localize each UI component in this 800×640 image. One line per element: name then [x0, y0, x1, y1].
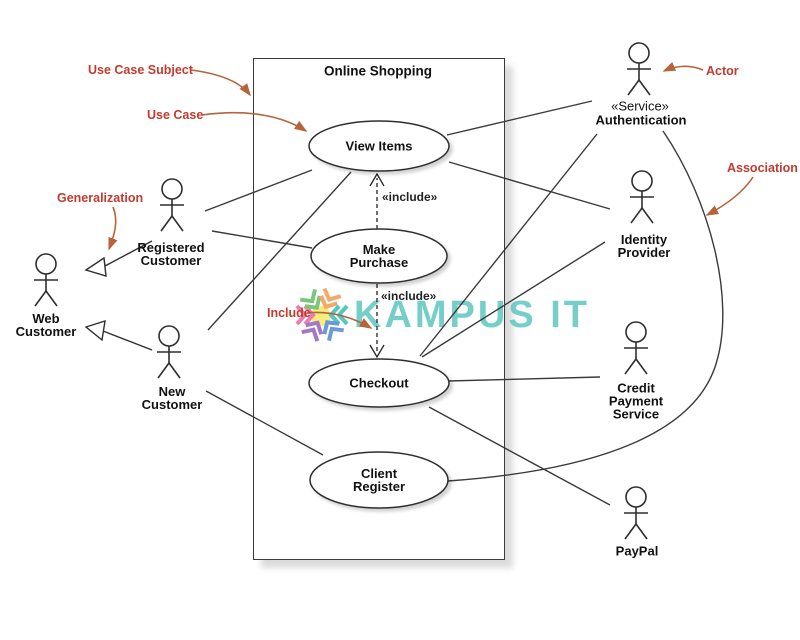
assoc-registered-viewitems	[204, 169, 313, 212]
actor-new-customer-icon	[156, 325, 182, 379]
annotation-include: Include	[267, 306, 311, 320]
actor-authentication-icon	[626, 42, 652, 96]
assoc-viewitems-identityprovider	[448, 161, 611, 210]
actor-label-new-customer: New Customer	[141, 384, 203, 412]
include-label-bottom: «include»	[381, 289, 437, 303]
use-case-make-purchase	[310, 228, 448, 284]
association-lines	[204, 100, 724, 506]
watermark-text: KAMPUS IT	[354, 294, 590, 336]
use-case-checkout	[308, 358, 450, 408]
actor-web-customer-icon	[33, 253, 59, 307]
annotation-association: Association	[727, 161, 798, 175]
arrow-use-case-subject	[190, 69, 251, 97]
arrow-include	[306, 311, 373, 329]
use-case-shapes	[308, 120, 450, 509]
use-case-label-checkout: Checkout	[349, 375, 409, 391]
annotation-use-case: Use Case	[147, 108, 204, 122]
actor-paypal-icon	[623, 486, 649, 540]
generalization-arrowhead	[84, 256, 107, 277]
use-case-client-register	[309, 451, 449, 509]
annotation-arrows	[108, 61, 754, 329]
assoc-checkout-authentication	[419, 133, 598, 357]
assoc-registered-makepurchase	[211, 230, 313, 249]
actor-credit-payment-icon	[623, 321, 649, 375]
actor-label-web-customer: Web Customer	[15, 311, 77, 339]
arrow-actor	[662, 61, 704, 72]
actor-label-paypal: PayPal	[615, 543, 659, 559]
include-arrowhead-down	[369, 344, 385, 359]
assoc-checkout-paypal	[428, 406, 611, 506]
system-title: Online Shopping	[324, 63, 432, 79]
assoc-authentication-clientregister-curve	[447, 130, 724, 482]
assoc-checkout-creditpayment	[447, 376, 601, 382]
use-case-view-items	[308, 120, 450, 172]
assoc-viewitems-authentication	[446, 100, 593, 136]
annotation-use-case-subject: Use Case Subject	[88, 63, 193, 77]
assoc-newcustomer-viewitems	[207, 171, 352, 331]
arrow-generalization	[108, 206, 118, 251]
actor-registered-customer-icon	[159, 178, 185, 232]
annotation-actor: Actor	[706, 64, 739, 78]
arrow-use-case	[201, 111, 308, 132]
generalization-arrowhead	[84, 319, 106, 342]
include-arrowhead-up	[369, 172, 385, 187]
annotation-generalization: Generalization	[57, 191, 144, 205]
include-label-top: «include»	[382, 190, 438, 204]
actor-label-authentication: Authentication	[595, 112, 687, 128]
actor-identity-provider-icon	[629, 170, 655, 224]
use-case-label-client-register: Client Register	[352, 466, 406, 494]
assoc-checkout-identityprovider	[421, 241, 606, 358]
use-case-label-view-items: View Items	[345, 138, 413, 154]
arrow-association	[705, 176, 754, 216]
actor-stereotype-authentication: «Service»	[611, 98, 669, 114]
assoc-newcustomer-clientregister	[205, 390, 324, 456]
actor-label-identity-provider: Identity Provider	[617, 232, 671, 260]
include-dependencies	[369, 172, 385, 359]
actor-label-credit-payment-service: Credit Payment Service	[608, 380, 664, 422]
actor-label-registered-customer: Registered Customer	[137, 240, 205, 268]
use-case-label-make-purchase: Make Purchase	[349, 242, 409, 270]
generalization-links	[84, 240, 153, 351]
